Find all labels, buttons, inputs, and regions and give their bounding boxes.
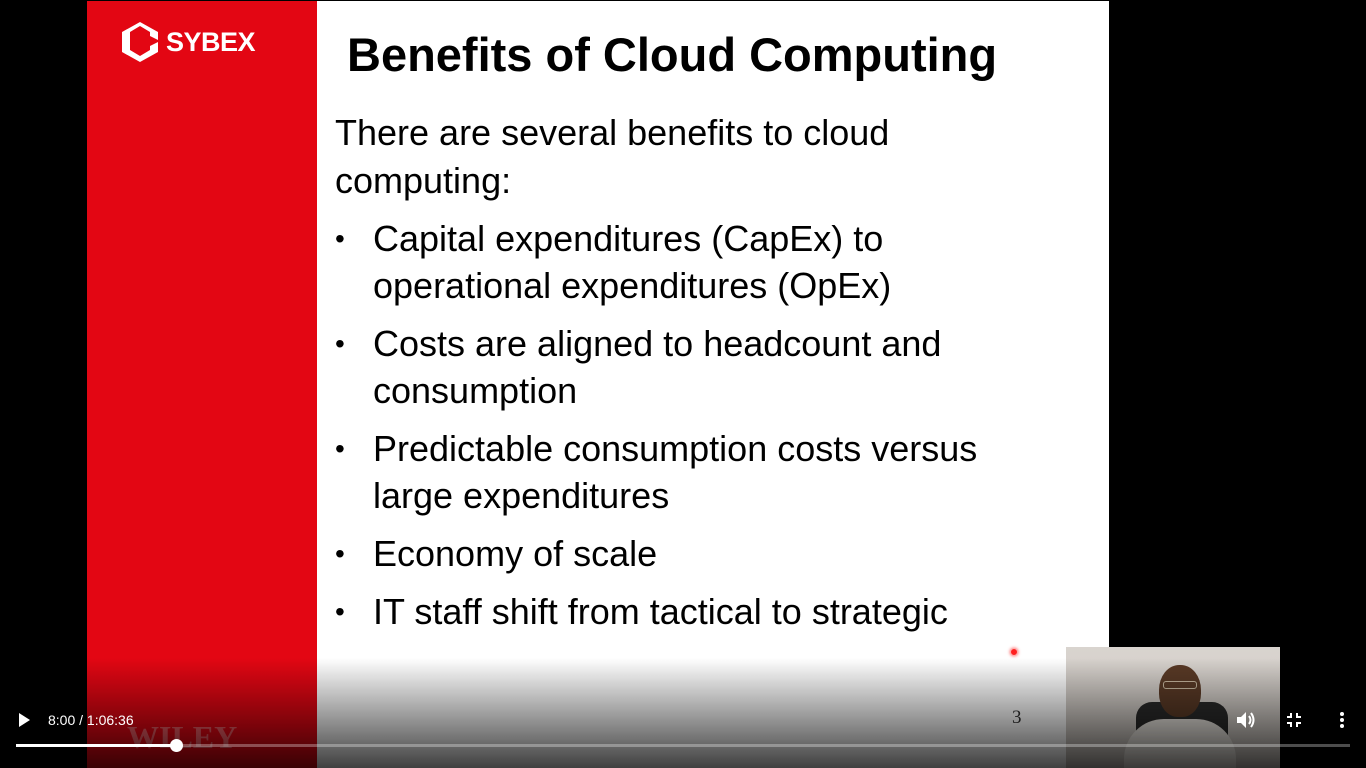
more-vertical-icon [1340, 712, 1344, 728]
slide-title: Benefits of Cloud Computing [347, 28, 998, 81]
sybex-mark-icon [122, 22, 158, 62]
exit-fullscreen-button[interactable] [1280, 706, 1308, 734]
progress-played [16, 744, 177, 747]
bullet-icon: • [335, 328, 345, 359]
bullet-icon: • [335, 596, 345, 627]
progress-scrubber-handle[interactable] [170, 739, 184, 752]
bullet-text: Capital expenditures (CapEx) to operatio… [373, 218, 892, 306]
webcam-presenter-glasses [1163, 681, 1197, 689]
exit-fullscreen-icon [1287, 713, 1301, 727]
bullet-item: • Capital expenditures (CapEx) to operati… [335, 215, 1065, 309]
bullet-list: • Capital expenditures (CapEx) to operati… [335, 215, 1065, 646]
bullet-icon: • [335, 223, 345, 254]
bullet-text: Predictable consumption costs versus lar… [373, 428, 978, 516]
play-icon [19, 713, 30, 727]
bullet-item: • IT staff shift from tactical to strateg… [335, 588, 1065, 635]
duration: 1:06:36 [86, 712, 134, 728]
volume-icon [1237, 712, 1255, 728]
play-button[interactable] [10, 706, 38, 734]
bullet-icon: • [335, 433, 345, 464]
presentation-slide: SYBEX WILEY Benefits of Cloud Computing … [87, 1, 1109, 768]
more-options-button[interactable] [1328, 706, 1356, 734]
laser-pointer-dot [1010, 648, 1018, 656]
time-separator: / [75, 712, 87, 728]
bullet-icon: • [335, 538, 345, 569]
slide-red-sidebar: SYBEX WILEY [87, 1, 317, 768]
current-time: 8:00 [48, 712, 76, 728]
slide-intro-text: There are several benefits to cloud comp… [335, 112, 890, 201]
bullet-text: Economy of scale [373, 533, 658, 574]
bullet-text: Costs are aligned to headcount and consu… [373, 323, 942, 411]
bullet-item: • Costs are aligned to headcount and cons… [335, 320, 1065, 414]
bullet-item: • Predictable consumption costs versus la… [335, 425, 1065, 519]
volume-button[interactable] [1232, 706, 1260, 734]
sybex-logo: SYBEX [120, 17, 256, 67]
player-controls: 8:00 / 1:06:36 [0, 700, 1366, 768]
bullet-text: IT staff shift from tactical to strategi… [373, 591, 948, 632]
progress-bar[interactable] [16, 739, 1350, 752]
time-display: 8:00 / 1:06:36 [48, 712, 134, 728]
sybex-logo-text: SYBEX [166, 26, 256, 57]
bullet-item: • Economy of scale [335, 530, 1065, 577]
